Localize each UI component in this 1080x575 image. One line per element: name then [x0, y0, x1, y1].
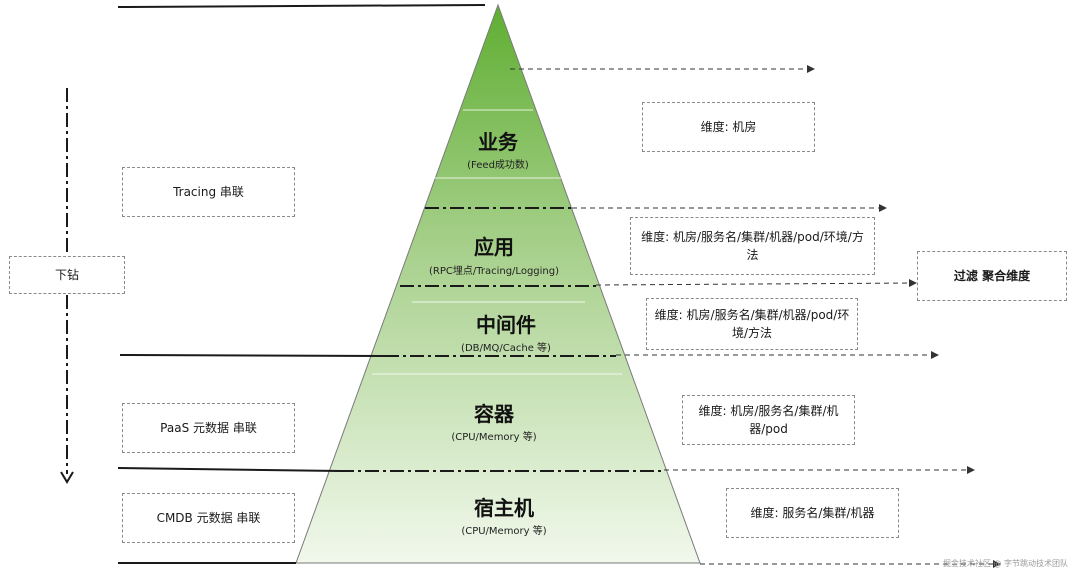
- top-line: [117, 4, 486, 8]
- layer-subtitle-application: (RPC埋点/Tracing/Logging): [428, 266, 559, 277]
- drill-down-arrowhead: [60, 471, 74, 484]
- watermark: 掘金技术社区 @ 字节跳动技术团队: [942, 559, 1068, 568]
- dimension-box-application: 维度: 机房/服务名/集群/机器/pod/环境/方法: [630, 217, 875, 275]
- dimension-box-middleware: 维度: 机房/服务名/集群/机器/pod/环境/方法: [646, 298, 858, 350]
- drill-down-box: 下钻: [9, 256, 125, 294]
- dimension-box-container: 维度: 机房/服务名/集群/机器/pod: [682, 395, 855, 445]
- tracing-box: Tracing 串联: [122, 167, 295, 217]
- dimension-box-host: 维度: 服务名/集群/机器: [726, 488, 899, 538]
- middleware-line: [119, 354, 386, 357]
- dimension-box-business: 维度: 机房: [642, 102, 815, 152]
- pyramid: [295, 3, 701, 564]
- layer-title-business: 业务: [478, 130, 518, 154]
- paas-box: PaaS 元数据 串联: [122, 403, 295, 453]
- layer-title-host: 宿主机: [474, 496, 534, 520]
- layer-title-container: 容器: [474, 402, 514, 426]
- layer-subtitle-business: (Feed成功数): [467, 160, 529, 171]
- layer-subtitle-host: (CPU/Memory 等): [461, 526, 547, 537]
- layer-title-middleware: 中间件: [476, 313, 536, 337]
- layer-subtitle-container: (CPU/Memory 等): [451, 432, 537, 443]
- arrow-middleware: [595, 279, 917, 288]
- filter-aggregate-box: 过滤 聚合维度: [917, 251, 1067, 301]
- cmdb-box: CMDB 元数据 串联: [122, 493, 295, 543]
- container-line: [117, 467, 341, 472]
- layer-subtitle-middleware: (DB/MQ/Cache 等): [461, 343, 551, 354]
- layer-title-application: 应用: [474, 235, 514, 259]
